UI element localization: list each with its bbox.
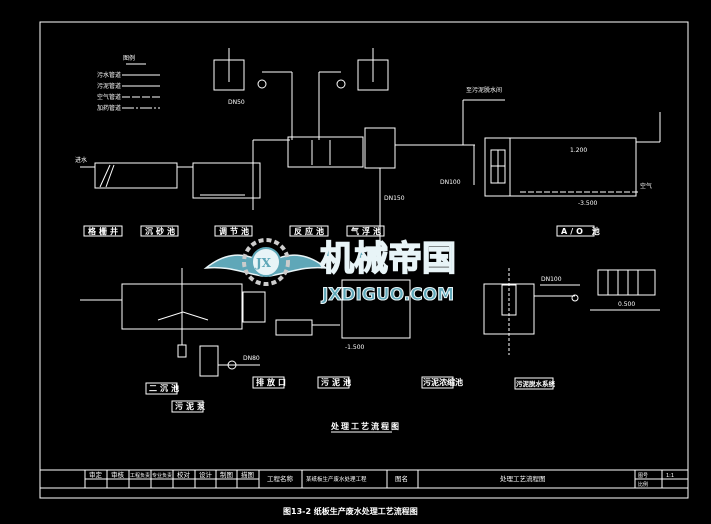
label-grit-chamber: 沉砂池 xyxy=(145,226,178,236)
label-air-flotation: 气浮池 xyxy=(350,226,384,236)
tb-role: 设计 xyxy=(199,470,213,479)
svg-text:DN80: DN80 xyxy=(243,355,260,362)
ao-tank-shape xyxy=(484,137,637,197)
screen-well-shape xyxy=(94,162,178,189)
svg-text:-3.500: -3.500 xyxy=(578,200,598,207)
tb-role: 工程负责 xyxy=(130,472,150,479)
lower-process: -1.500 DN80 DN100 0.500 xyxy=(80,268,660,377)
svg-text:至污泥脱水间: 至污泥脱水间 xyxy=(466,86,502,94)
label-ao-tank: A/O 池 xyxy=(561,226,603,236)
legend-item: 污泥管道 xyxy=(97,82,121,90)
figure-caption: 图13-2 纸板生产废水处理工艺流程图 xyxy=(283,506,418,516)
label-screen-well: 格栅井 xyxy=(88,226,121,236)
equalization-tank-shape xyxy=(192,162,261,199)
svg-text:DN50: DN50 xyxy=(228,99,245,106)
watermark: JX 机械帝国 JXDIGUO.COM xyxy=(203,238,457,306)
lower-unit-labels: 二沉池 污泥泵 排放口 污泥池 污泥浓缩池 污泥脱水系统 处理工艺流程图 xyxy=(145,376,556,433)
svg-text:DN100: DN100 xyxy=(541,276,562,283)
tb-role: 审定 xyxy=(89,470,103,479)
tb-scale-label: 比例 xyxy=(638,481,648,488)
watermark-en: JXDIGUO.COM xyxy=(321,285,454,305)
reaction-tank-shape xyxy=(287,136,364,168)
tb-role: 审核 xyxy=(111,470,125,479)
upper-unit-labels: 格栅井 沉砂池 调节池 反应池 气浮池 A/O 池 xyxy=(83,225,603,237)
label-sludge-thickener: 污泥浓缩池 xyxy=(423,377,463,387)
label-secondary-clarifier: 二沉池 xyxy=(149,383,182,393)
dewatering-machine-shape xyxy=(597,269,656,296)
svg-text:0.500: 0.500 xyxy=(618,301,635,308)
legend-item: 加药管道 xyxy=(97,104,121,112)
svg-text:JX: JX xyxy=(255,256,272,270)
legend-item: 空气管道 xyxy=(97,93,121,101)
upper-process: 进水 DN50 DN150 至污泥脱水间 DN100 1.200 xyxy=(75,48,661,240)
sludge-tank-shape xyxy=(341,279,411,339)
svg-text:-1.500: -1.500 xyxy=(345,344,365,351)
tb-project-label: 工程名称 xyxy=(267,474,294,483)
tb-sheet: 1:1 xyxy=(666,473,674,479)
legend: 图例 污水管道 污泥管道 空气管道 加药管道 xyxy=(97,54,160,112)
tb-role: 校对 xyxy=(177,470,191,479)
label-sludge-dewatering: 污泥脱水系统 xyxy=(516,379,556,388)
drawing-frame xyxy=(39,21,689,499)
svg-text:进水: 进水 xyxy=(75,156,87,164)
svg-text:1.200: 1.200 xyxy=(570,147,587,154)
label-sludge-pump: 污泥泵 xyxy=(175,401,208,411)
label-reaction-tank: 反应池 xyxy=(294,226,327,236)
title-block: 审定 审核 工程负责 专业负责 校对 设计 制图 描图 工程名称 某纸板生产废水… xyxy=(40,469,688,489)
drawing-title: 处理工艺流程图 xyxy=(330,421,401,431)
tb-number-label: 图号 xyxy=(638,473,648,479)
svg-text:DN150: DN150 xyxy=(384,195,405,202)
legend-item: 污水管道 xyxy=(97,71,121,79)
tb-drawing-label: 图名 xyxy=(395,474,408,483)
label-sludge-tank: 污泥池 xyxy=(321,377,354,387)
tb-role: 描图 xyxy=(241,470,254,479)
tb-drawing-name: 处理工艺流程图 xyxy=(500,474,546,483)
legend-title: 图例 xyxy=(123,54,135,62)
gear-icon xyxy=(242,238,290,286)
tb-role: 制图 xyxy=(220,470,233,479)
watermark-cn: 机械帝国 xyxy=(320,239,456,279)
tb-role: 专业负责 xyxy=(152,472,172,479)
tb-project-name: 某纸板生产废水处理工程 xyxy=(306,475,367,483)
label-equalization-tank: 调节池 xyxy=(219,226,252,236)
svg-text:空气: 空气 xyxy=(640,182,652,190)
svg-text:DN100: DN100 xyxy=(440,179,461,186)
label-outfall: 排放口 xyxy=(256,377,289,387)
